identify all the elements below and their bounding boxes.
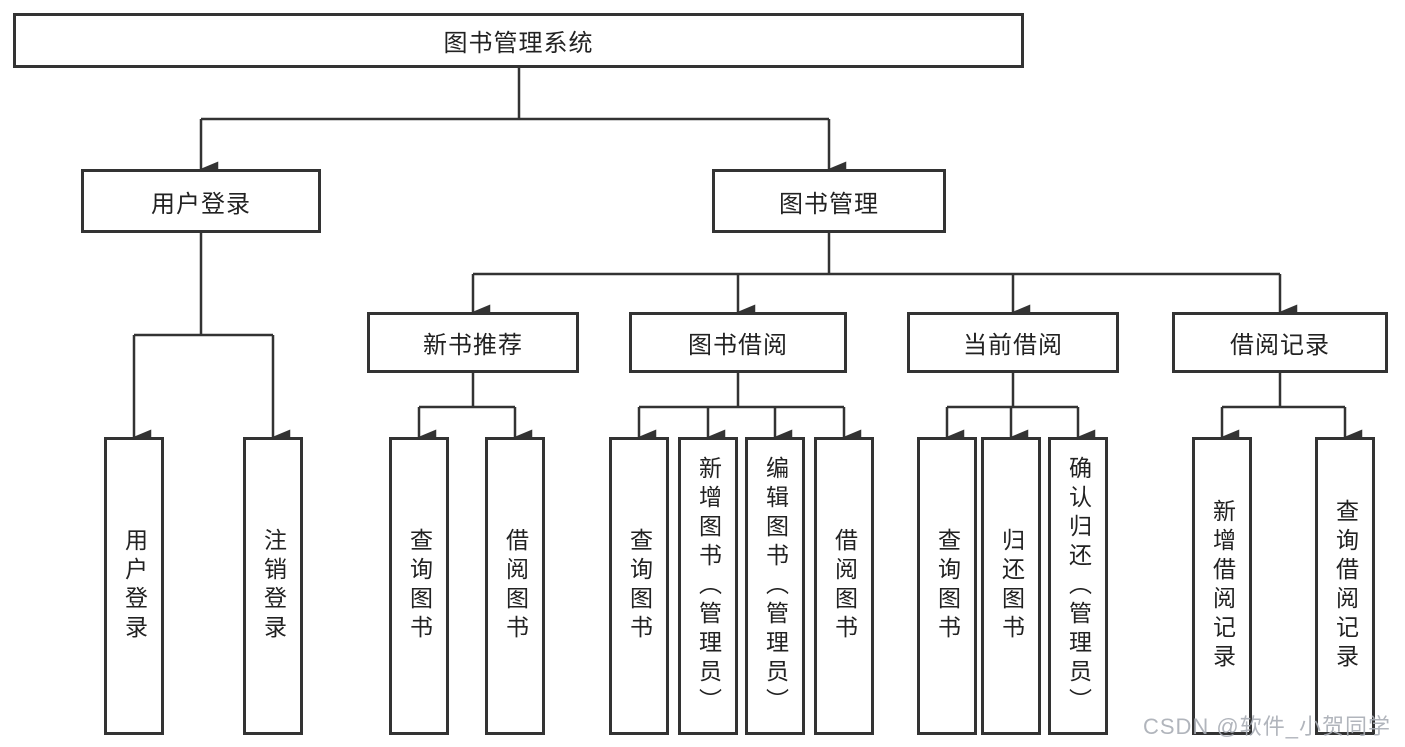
node-borrowing-records: 借阅记录 bbox=[1172, 312, 1388, 373]
leaf-query-books-recommend: 查询图书 bbox=[389, 437, 449, 735]
node-new-book-recommendation: 新书推荐 bbox=[367, 312, 579, 373]
leaf-borrow-books-recommend: 借阅图书 bbox=[485, 437, 545, 735]
leaf-add-books-admin: 新增图书（管理员） bbox=[678, 437, 738, 735]
leaf-user-login: 用户登录 bbox=[104, 437, 164, 735]
leaf-logout: 注销登录 bbox=[243, 437, 303, 735]
leaf-confirm-return-admin: 确认归还（管理员） bbox=[1048, 437, 1108, 735]
leaf-borrow-books: 借阅图书 bbox=[814, 437, 874, 735]
leaf-query-borrow-record: 查询借阅记录 bbox=[1315, 437, 1375, 735]
node-book-management: 图书管理 bbox=[712, 169, 946, 233]
node-library-management-system: 图书管理系统 bbox=[13, 13, 1024, 68]
leaf-add-borrow-record: 新增借阅记录 bbox=[1192, 437, 1252, 735]
leaf-return-books: 归还图书 bbox=[981, 437, 1041, 735]
node-user-login: 用户登录 bbox=[81, 169, 321, 233]
leaf-query-books-borrow: 查询图书 bbox=[609, 437, 669, 735]
node-current-borrowing: 当前借阅 bbox=[907, 312, 1119, 373]
node-book-borrowing: 图书借阅 bbox=[629, 312, 847, 373]
leaf-query-books-current: 查询图书 bbox=[917, 437, 977, 735]
leaf-edit-books-admin: 编辑图书（管理员） bbox=[745, 437, 805, 735]
